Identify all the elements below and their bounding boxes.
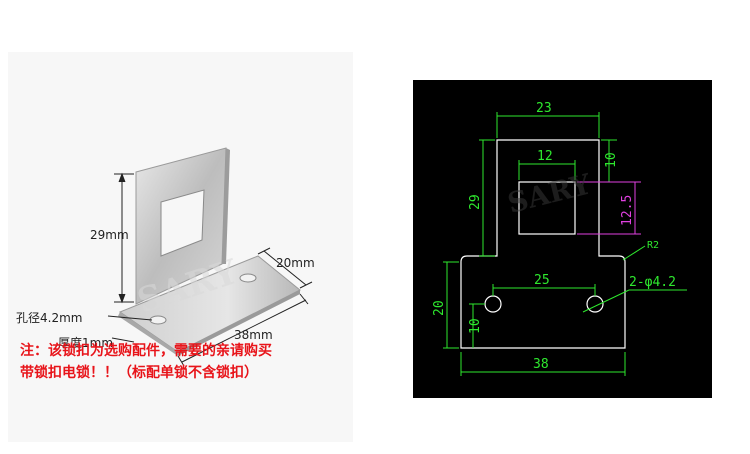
length-label: 38mm — [234, 328, 273, 342]
dim-top-width: 23 — [536, 101, 552, 116]
cad-watermark: SARY — [504, 167, 595, 220]
base-plate — [118, 255, 301, 356]
thickness-leader — [111, 337, 135, 343]
dim-holes: 2-φ4.2 — [629, 275, 676, 290]
hole-diameter-label: 孔径4.2mm — [16, 311, 83, 325]
hole-leader — [107, 315, 153, 321]
width-dimension — [257, 247, 313, 289]
note-line-2: 带锁扣电锁！！（标配单锁不含锁扣） — [20, 365, 258, 381]
width-label: 20mm — [276, 256, 315, 270]
dim-window-height: 12.5 — [620, 195, 635, 226]
height-label: 29mm — [90, 228, 129, 242]
height-dimension — [114, 172, 134, 304]
cad-drawing: SARY 23 12 10 29 R2 2-φ4.2 25 20 10 38 1… — [432, 101, 687, 376]
window-outline — [518, 181, 576, 235]
mount-hole-2 — [239, 273, 257, 283]
vertical-plate — [135, 147, 230, 305]
dim-hole-spacing: 25 — [534, 273, 550, 288]
dim-window-width: 12 — [537, 149, 553, 164]
dim-total-width: 38 — [533, 357, 549, 372]
purchase-note: 注：该锁扣为选购配件，需要的亲请购买 带锁扣电锁！！（标配单锁不含锁扣） — [20, 340, 350, 384]
dim-hole-offset: 10 — [468, 318, 483, 334]
dim-base-height: 20 — [432, 300, 447, 316]
dim-top-offset: 10 — [604, 152, 619, 168]
hole-left — [484, 295, 502, 313]
note-line-1: 注：该锁扣为选购配件，需要的亲请购买 — [20, 343, 272, 359]
square-window — [160, 189, 205, 257]
dim-upper-height: 29 — [468, 194, 483, 210]
product-render-panel: SARY 29mm 20mm 孔径4.2mm 厚度1mm 38mm — [8, 52, 353, 442]
magenta-dimension — [577, 181, 641, 235]
length-dimension — [177, 293, 309, 367]
cad-drawing-panel: SARY 23 12 10 29 R2 2-φ4.2 25 20 10 38 1… — [413, 80, 712, 398]
lock-strike-render: SARY — [107, 147, 313, 367]
top-band — [0, 0, 750, 52]
thickness-label: 厚度1mm — [58, 336, 114, 350]
part-outline — [460, 139, 626, 349]
dim-radius: R2 — [647, 240, 659, 251]
